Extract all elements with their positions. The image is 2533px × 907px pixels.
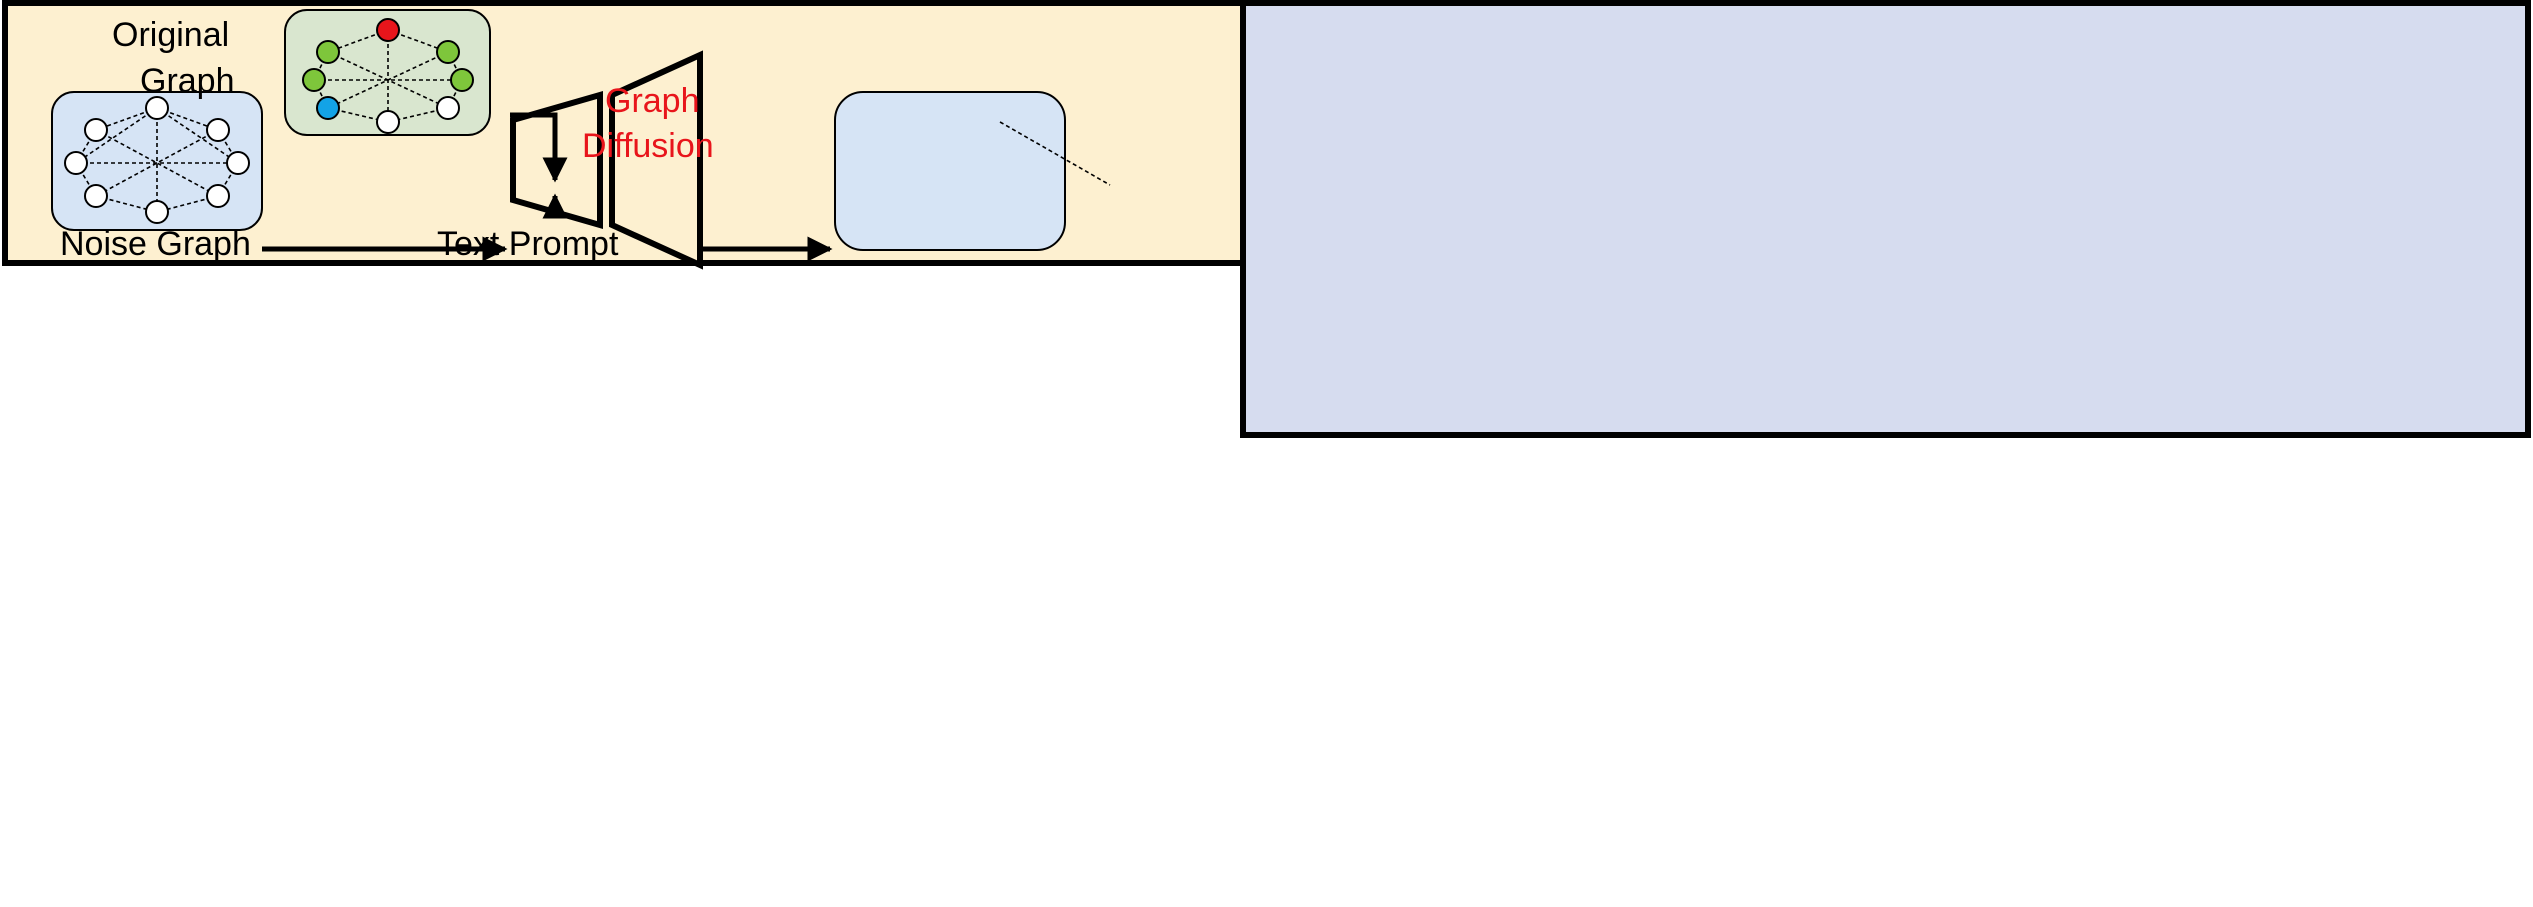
graph-diffusion-label-2: Diffusion — [582, 127, 714, 165]
graph-diffusion-panel: Noise Graph Original Graph — [2, 0, 1253, 270]
text-prompt-label-graph: Text Prompt — [437, 225, 619, 263]
original-graph-label-2: Graph — [140, 62, 235, 100]
graph-diffusion-label-1: Graph — [605, 82, 700, 120]
noise-graph — [51, 91, 263, 231]
original-graph-label-1: Original — [112, 16, 229, 54]
sds-diffusion-panel — [1240, 0, 2531, 438]
original-graph — [284, 9, 491, 136]
augmented-graph — [834, 91, 1111, 251]
noise-graph-label: Noise Graph — [60, 225, 251, 263]
